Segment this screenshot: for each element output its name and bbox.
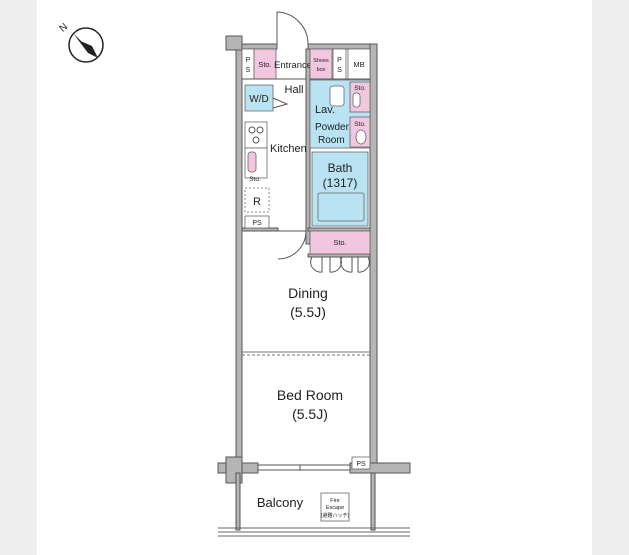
dining-door-swing bbox=[277, 230, 307, 260]
wash-basin-icon bbox=[355, 129, 367, 145]
storage-top-label: Sto. bbox=[258, 60, 271, 69]
refrigerator-space bbox=[244, 187, 270, 213]
ps-top-left-box bbox=[241, 48, 255, 80]
entrance-label: Entrance bbox=[274, 60, 312, 71]
powder-room-label-1: Powder bbox=[315, 122, 350, 133]
sliding-partition bbox=[242, 351, 370, 356]
ps-top-right-box bbox=[332, 48, 347, 80]
ps-top-left-label-2: S bbox=[246, 67, 251, 74]
bath-label-2: (1317) bbox=[323, 176, 358, 190]
fire-escape-label-2: Escape bbox=[326, 505, 344, 511]
bedroom-label-2: (5.5J) bbox=[292, 406, 328, 422]
shoes-box-label-2: box bbox=[317, 67, 326, 73]
ps-top-left-label-1: P bbox=[246, 57, 251, 64]
ps-top-right-label-1: P bbox=[337, 57, 342, 64]
stove-icon bbox=[244, 121, 268, 149]
storage-kitchen-label: Sto. bbox=[249, 176, 261, 183]
ps-kitchen-label: PS bbox=[252, 220, 262, 227]
storage-dining-label: Sto. bbox=[333, 238, 346, 247]
powder-room-label-2: Room bbox=[318, 135, 345, 146]
dining-label-2: (5.5J) bbox=[290, 304, 326, 320]
entrance-door bbox=[276, 11, 309, 45]
mb-label: MB bbox=[353, 60, 364, 69]
fire-escape-label-3: (避難ハッチ) bbox=[321, 512, 350, 519]
north-arrow-icon bbox=[68, 27, 104, 63]
bathtub-icon bbox=[317, 192, 365, 222]
refrigerator-label: R bbox=[253, 196, 261, 208]
sink-icon bbox=[352, 92, 361, 108]
storage-lav-1-label: Sto. bbox=[354, 85, 366, 92]
toilet-icon bbox=[329, 85, 345, 107]
wd-label: W/D bbox=[249, 94, 268, 105]
ps-top-right-label-2: S bbox=[337, 67, 342, 74]
ps-bottom-label: PS bbox=[356, 461, 366, 468]
fire-escape-label-1: Fire bbox=[330, 498, 339, 504]
lav-label: Lav. bbox=[315, 104, 335, 116]
storage-dining-doors bbox=[310, 256, 370, 273]
bedroom-label-1: Bed Room bbox=[277, 387, 343, 403]
hall-label: Hall bbox=[285, 84, 304, 96]
walls bbox=[217, 35, 411, 531]
fire-escape-hatch bbox=[320, 492, 350, 522]
storage-lav-2-label: Sto. bbox=[354, 121, 366, 128]
bedroom-window bbox=[258, 464, 350, 471]
storage-kitchen bbox=[247, 151, 257, 173]
storage-dining bbox=[309, 230, 371, 255]
wd-door-swing bbox=[272, 97, 289, 109]
kitchen-label: Kitchen bbox=[270, 143, 307, 155]
ps-bottom-box bbox=[351, 456, 371, 470]
ps-kitchen-box bbox=[244, 215, 270, 229]
balcony-railing bbox=[218, 527, 410, 537]
dining-label-1: Dining bbox=[288, 285, 328, 301]
balcony-label: Balcony bbox=[257, 495, 304, 510]
shoes-box bbox=[309, 48, 333, 80]
bath-label-1: Bath bbox=[328, 161, 353, 175]
shoes-box-label-1: Shoes bbox=[313, 58, 329, 64]
